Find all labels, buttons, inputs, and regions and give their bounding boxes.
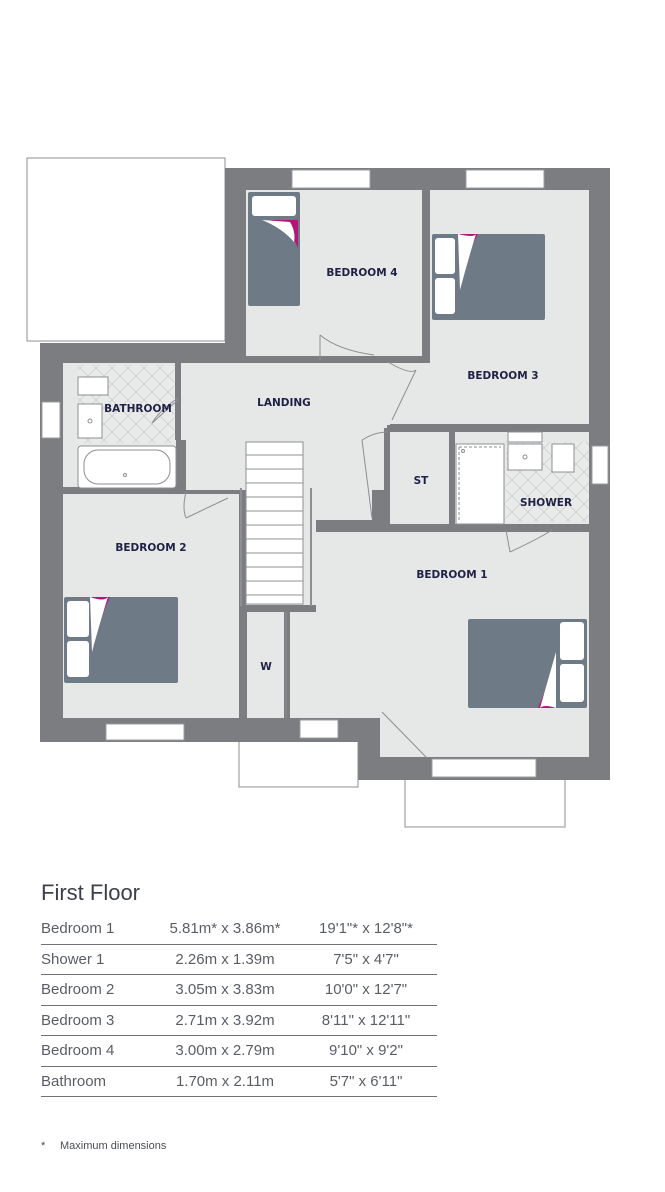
wardrobe-floor	[247, 612, 284, 718]
metric-size: 2.26m x 1.39m	[155, 944, 295, 975]
metric-size: 1.70m x 2.11m	[155, 1066, 295, 1097]
label-shower: SHOWER	[520, 497, 572, 509]
table-row: Bedroom 1 5.81m* x 3.86m* 19'1"* x 12'8"…	[41, 914, 437, 945]
table-row: Shower 1 2.26m x 1.39m 7'5" x 4'7"	[41, 944, 437, 975]
label-landing: LANDING	[257, 397, 311, 409]
floor-plan: BEDROOM 4 BEDROOM 3 BATHROOM LANDING ST …	[26, 157, 610, 828]
toilet	[77, 376, 109, 396]
bed-bedroom2	[64, 597, 178, 683]
internal-partitions	[60, 186, 589, 720]
footnote: * Maximum dimensions	[41, 1140, 166, 1152]
metric-size: 5.81m* x 3.86m*	[155, 914, 295, 945]
table-row: Bathroom 1.70m x 2.11m 5'7" x 6'11"	[41, 1066, 437, 1097]
imperial-size: 19'1"* x 12'8"*	[295, 914, 437, 945]
label-bedroom3: BEDROOM 3	[467, 370, 538, 382]
metric-size: 3.00m x 2.79m	[155, 1035, 295, 1067]
room-name: Bedroom 2	[41, 974, 155, 1006]
imperial-size: 5'7" x 6'11"	[295, 1066, 437, 1097]
label-bedroom2: BEDROOM 2	[115, 542, 186, 554]
label-bedroom4: BEDROOM 4	[326, 267, 397, 279]
table-row: Bedroom 3 2.71m x 3.92m 8'11" x 12'11"	[41, 1005, 437, 1036]
shower-fixtures	[455, 431, 575, 525]
bed-bedroom3	[432, 234, 545, 320]
footnote-text: Maximum dimensions	[60, 1140, 167, 1152]
st-floor	[390, 432, 450, 524]
bed-bedroom1	[468, 619, 587, 708]
label-wardrobe: W	[260, 661, 272, 673]
adjacent-structure-outline	[26, 157, 226, 342]
floor-title: First Floor	[41, 880, 140, 905]
dimensions-table: Bedroom 1 5.81m* x 3.86m* 19'1"* x 12'8"…	[41, 914, 437, 1097]
footnote-marker: *	[41, 1140, 46, 1152]
room-name: Bathroom	[41, 1066, 155, 1097]
bed-bedroom4	[248, 192, 300, 306]
table-row: Bedroom 2 3.05m x 3.83m 10'0" x 12'7"	[41, 974, 437, 1006]
metric-size: 2.71m x 3.92m	[155, 1005, 295, 1036]
shower-toilet	[551, 443, 575, 473]
room-name: Bedroom 1	[41, 914, 155, 945]
room-name: Bedroom 3	[41, 1005, 155, 1036]
metric-size: 3.05m x 3.83m	[155, 974, 295, 1006]
windows	[41, 169, 609, 778]
table-row: Bedroom 4 3.00m x 2.79m 9'10" x 9'2"	[41, 1035, 437, 1067]
imperial-size: 7'5" x 4'7"	[295, 944, 437, 975]
bathroom-fixtures	[77, 376, 177, 489]
label-bedroom1: BEDROOM 1	[416, 569, 487, 581]
imperial-size: 8'11" x 12'11"	[295, 1005, 437, 1036]
door-swings	[151, 334, 553, 758]
label-st: ST	[414, 475, 430, 487]
landing-floor	[178, 363, 430, 605]
imperial-size: 10'0" x 12'7"	[295, 974, 437, 1006]
label-bathroom: BATHROOM	[104, 403, 172, 415]
bay-outlines	[238, 742, 566, 828]
imperial-size: 9'10" x 9'2"	[295, 1035, 437, 1067]
room-name: Bedroom 4	[41, 1035, 155, 1067]
room-name: Shower 1	[41, 944, 155, 975]
staircase	[240, 441, 312, 606]
shower-tray	[455, 443, 505, 525]
